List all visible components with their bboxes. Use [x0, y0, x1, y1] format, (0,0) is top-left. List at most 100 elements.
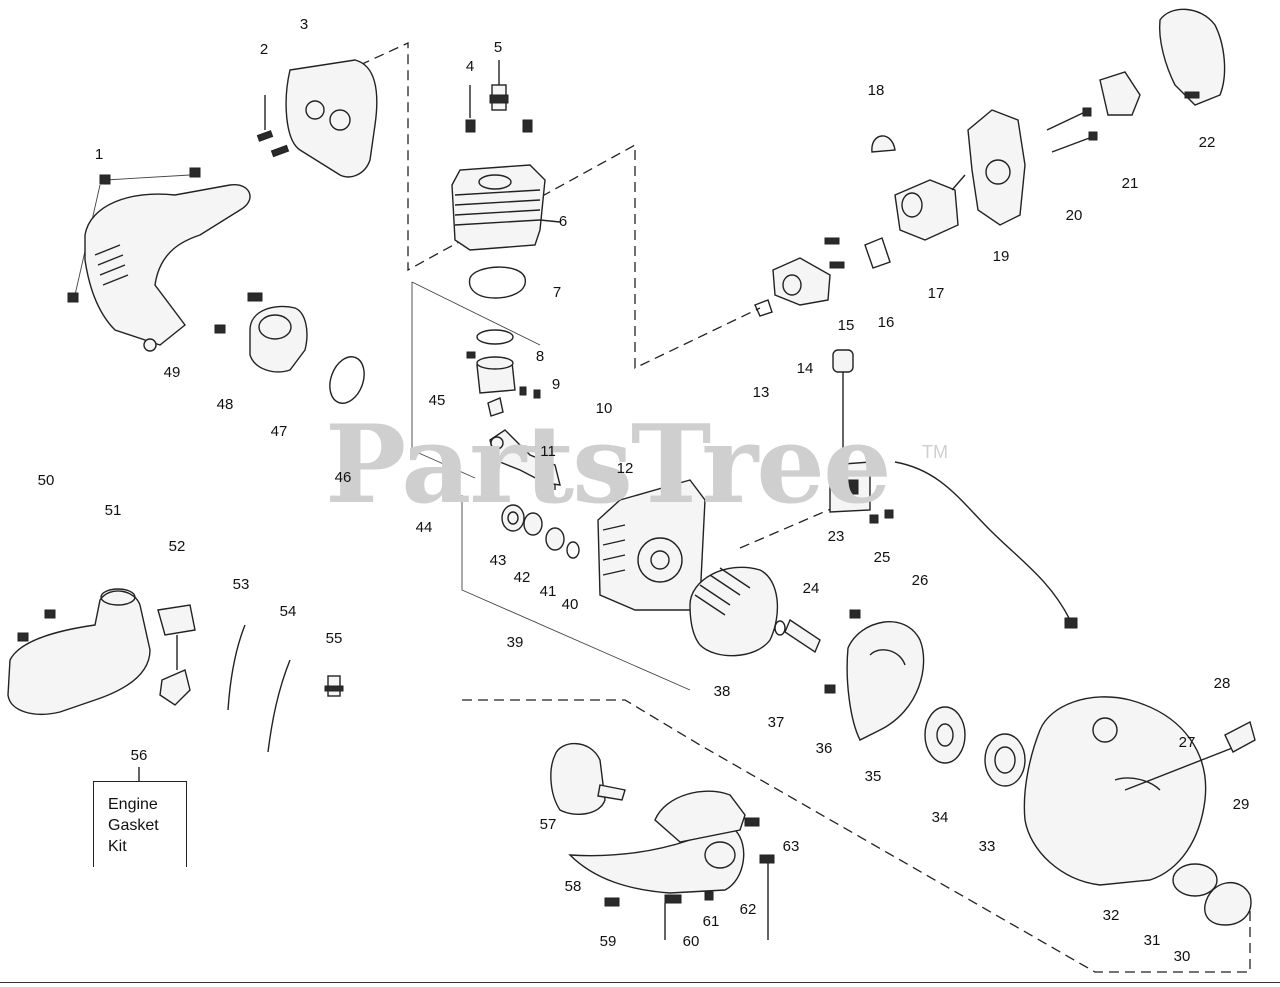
air-filter-21	[1099, 71, 1141, 116]
part-label-27: 27	[1178, 734, 1196, 751]
starter-pulley-34	[924, 706, 966, 764]
bearings-seals	[501, 504, 580, 559]
air-filter-cover-22	[1158, 8, 1226, 106]
part-label-48: 48	[216, 396, 234, 413]
part-label-30: 30	[1173, 948, 1191, 965]
screws-2	[256, 95, 290, 158]
crankshaft-11	[489, 429, 561, 490]
piston-parts	[466, 329, 541, 417]
part-label-31: 31	[1143, 932, 1161, 949]
part-label-4: 4	[465, 58, 475, 75]
part-label-26: 26	[911, 572, 929, 589]
starter-housing-32	[1023, 696, 1207, 886]
part-label-32: 32	[1102, 907, 1120, 924]
part-label-20: 20	[1065, 207, 1083, 224]
primer-bulb-18	[871, 135, 896, 153]
part-label-52: 52	[168, 538, 186, 555]
part-label-61: 61	[702, 913, 720, 930]
part-label-9: 9	[551, 376, 561, 393]
kit-line-2: Gasket	[108, 817, 159, 834]
part-label-38: 38	[713, 683, 731, 700]
part-label-40: 40	[561, 596, 579, 613]
part-label-39: 39	[506, 634, 524, 651]
air-filter-base-19	[967, 109, 1026, 226]
part-label-25: 25	[873, 549, 891, 566]
part-label-12: 12	[616, 460, 634, 477]
parts-tree-watermark: PartsTree	[325, 402, 892, 528]
part-label-55: 55	[325, 630, 343, 647]
part-label-60: 60	[682, 933, 700, 950]
ignition-coil-23	[829, 349, 894, 524]
part-label-35: 35	[864, 768, 882, 785]
part-label-59: 59	[599, 933, 617, 950]
part-label-56: 56	[130, 747, 148, 764]
part-label-2: 2	[259, 41, 269, 58]
part-label-62: 62	[739, 901, 757, 918]
part-label-17: 17	[927, 285, 945, 302]
flywheel-38	[689, 566, 779, 657]
part-label-7: 7	[552, 284, 562, 301]
part-label-37: 37	[767, 714, 785, 731]
carburetor-17	[894, 174, 966, 241]
part-label-3: 3	[299, 16, 309, 33]
part-label-18: 18	[867, 82, 885, 99]
part-label-49: 49	[163, 364, 181, 381]
part-label-45: 45	[428, 392, 446, 409]
recoil-spring-33	[984, 733, 1026, 787]
muffler-gasket-46	[329, 356, 365, 404]
part-label-53: 53	[232, 576, 250, 593]
part-label-28: 28	[1213, 675, 1231, 692]
part-label-47: 47	[270, 423, 288, 440]
cylinder-screws-4	[465, 85, 533, 133]
trademark-mark: TM	[922, 442, 948, 462]
part-label-13: 13	[752, 384, 770, 401]
carb-gasket-16	[864, 237, 891, 269]
part-label-63: 63	[782, 838, 800, 855]
bottom-rule	[0, 982, 1280, 983]
spark-plug-5	[489, 60, 509, 111]
engine-gasket-kit-box: Engine Gasket Kit	[93, 781, 187, 867]
starter-pawl-30	[1172, 863, 1252, 926]
part-label-5: 5	[493, 39, 503, 56]
part-label-41: 41	[539, 583, 557, 600]
intake-14	[754, 237, 845, 317]
ground-wire-26	[894, 461, 1078, 629]
part-label-21: 21	[1121, 175, 1139, 192]
starter-handle-27	[1124, 720, 1256, 791]
part-label-43: 43	[489, 552, 507, 569]
fuel-cap-52	[157, 604, 196, 706]
air-filter-cover-3	[285, 59, 378, 178]
kit-line-3: Kit	[108, 838, 127, 855]
screws-20	[1046, 107, 1098, 153]
part-label-1: 1	[94, 146, 104, 163]
muffler-47	[214, 292, 308, 373]
part-label-44: 44	[415, 519, 433, 536]
part-label-36: 36	[815, 740, 833, 757]
part-label-8: 8	[535, 348, 545, 365]
part-label-24: 24	[802, 580, 820, 597]
cylinder-6	[451, 164, 561, 251]
part-label-16: 16	[877, 314, 895, 331]
engine-cover-49	[84, 184, 251, 352]
kit-line-1: Engine	[108, 796, 158, 813]
part-label-22: 22	[1198, 134, 1216, 151]
part-label-14: 14	[796, 360, 814, 377]
part-label-6: 6	[558, 213, 568, 230]
part-label-33: 33	[978, 838, 996, 855]
part-label-42: 42	[513, 569, 531, 586]
part-label-58: 58	[564, 878, 582, 895]
clutch-drum-57	[550, 742, 626, 816]
gasket-7	[468, 266, 526, 299]
part-label-19: 19	[992, 248, 1010, 265]
part-label-15: 15	[837, 317, 855, 334]
screw-1	[67, 167, 201, 303]
part-label-11: 11	[540, 443, 556, 460]
part-label-34: 34	[931, 809, 949, 826]
part-label-10: 10	[595, 400, 613, 417]
fan-housing-35	[824, 609, 925, 741]
fuel-lines-53-54	[227, 624, 291, 753]
part-label-57: 57	[539, 816, 557, 833]
part-label-46: 46	[334, 469, 352, 486]
part-label-51: 51	[104, 502, 122, 519]
part-label-50: 50	[37, 472, 55, 489]
